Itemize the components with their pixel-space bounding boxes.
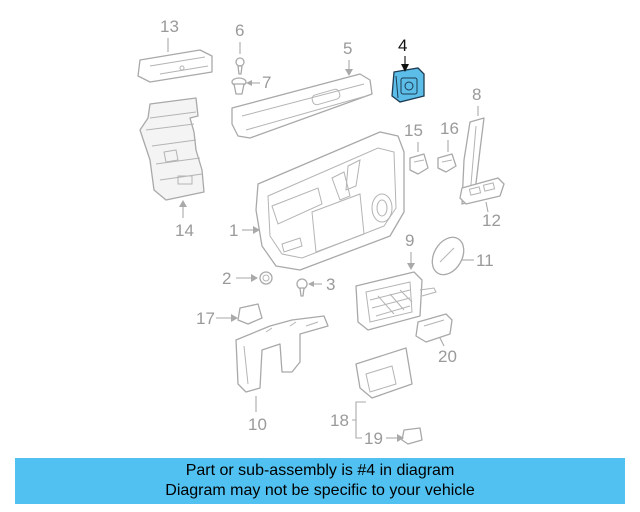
callout-13: 13 <box>160 17 179 36</box>
part-9[interactable] <box>355 271 437 331</box>
part-7[interactable] <box>231 77 247 95</box>
part-10[interactable] <box>235 315 329 393</box>
callout-6: 6 <box>235 21 244 40</box>
part-1[interactable] <box>255 131 405 271</box>
part-5[interactable] <box>231 73 373 139</box>
part-15[interactable] <box>409 153 429 175</box>
callout-10: 10 <box>248 415 267 434</box>
part-13[interactable] <box>137 49 213 83</box>
part-4-highlighted[interactable] <box>391 67 425 103</box>
callout-15: 15 <box>404 121 423 140</box>
info-banner: Part or sub-assembly is #4 in diagram Di… <box>15 458 625 504</box>
part-20[interactable] <box>415 313 453 343</box>
callout-11: 11 <box>476 251 494 270</box>
part-2[interactable] <box>259 271 273 285</box>
callout-5: 5 <box>343 39 352 58</box>
callout-3: 3 <box>326 275 335 294</box>
part-12[interactable] <box>459 177 505 205</box>
callout-2: 2 <box>222 269 231 288</box>
part-16[interactable] <box>437 153 457 173</box>
banner-line-2: Diagram may not be specific to your vehi… <box>165 482 475 499</box>
part-3[interactable] <box>296 278 308 297</box>
callout-9: 9 <box>405 231 414 250</box>
callout-7: 7 <box>262 73 271 92</box>
callout-14: 14 <box>175 221 194 240</box>
part-17[interactable] <box>237 303 263 325</box>
callout-17: 17 <box>196 309 215 328</box>
callout-18: 18 <box>330 411 349 430</box>
banner-line-1: Part or sub-assembly is #4 in diagram <box>185 462 455 479</box>
callout-4: 4 <box>398 36 407 55</box>
callout-1: 1 <box>229 221 238 240</box>
callout-12: 12 <box>482 211 501 230</box>
part-19[interactable] <box>401 427 423 445</box>
callout-8: 8 <box>472 85 481 104</box>
part-18[interactable] <box>355 347 413 399</box>
part-6[interactable] <box>235 57 245 75</box>
callout-16: 16 <box>440 119 459 138</box>
part-14[interactable] <box>139 97 205 201</box>
callout-20: 20 <box>438 347 457 366</box>
callout-19: 19 <box>364 429 383 448</box>
part-11[interactable] <box>426 232 470 281</box>
